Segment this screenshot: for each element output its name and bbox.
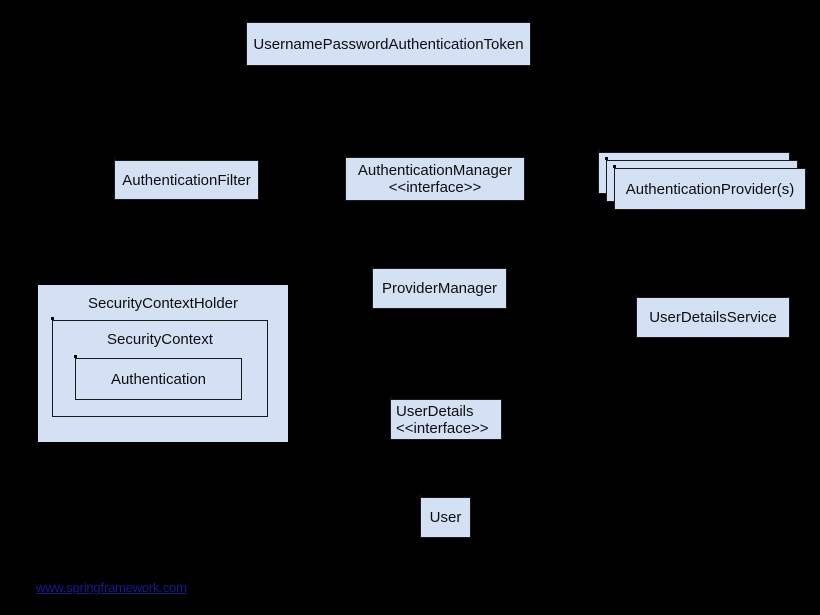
- node-authentication-manager: AuthenticationManager <<interface>>: [345, 157, 525, 201]
- provider-manager-handle-icon: [371, 265, 374, 268]
- username-password-authentication-token-handle-icon: [245, 19, 248, 22]
- user-handle-icon: [419, 494, 422, 497]
- user-details-handle-icon: [389, 396, 392, 399]
- authentication-handle-icon: [74, 355, 77, 358]
- node-user-details-service: UserDetailsService: [636, 297, 790, 338]
- user-details-service-handle-icon: [635, 294, 638, 297]
- node-username-password-authentication-token: UsernamePasswordAuthenticationToken: [246, 22, 531, 66]
- node-authentication: Authentication: [75, 358, 242, 400]
- node-user: User: [420, 497, 471, 538]
- security-context-handle-icon: [51, 317, 54, 320]
- authentication-providers-stack-handle-icon: [605, 157, 608, 160]
- authentication-providers-handle-icon: [613, 165, 616, 168]
- node-provider-manager: ProviderManager: [372, 268, 507, 309]
- authentication-manager-handle-icon: [344, 154, 347, 157]
- node-authentication-providers: AuthenticationProvider(s): [614, 168, 806, 210]
- authentication-providers-stack-handle-icon: [597, 149, 600, 152]
- authentication-filter-handle-icon: [113, 157, 116, 160]
- security-context-holder-handle-icon: [37, 282, 40, 285]
- node-authentication-filter: AuthenticationFilter: [114, 160, 259, 200]
- node-user-details: UserDetails <<interface>>: [390, 399, 502, 440]
- footer-website-link[interactable]: www.springframework.com: [36, 580, 187, 595]
